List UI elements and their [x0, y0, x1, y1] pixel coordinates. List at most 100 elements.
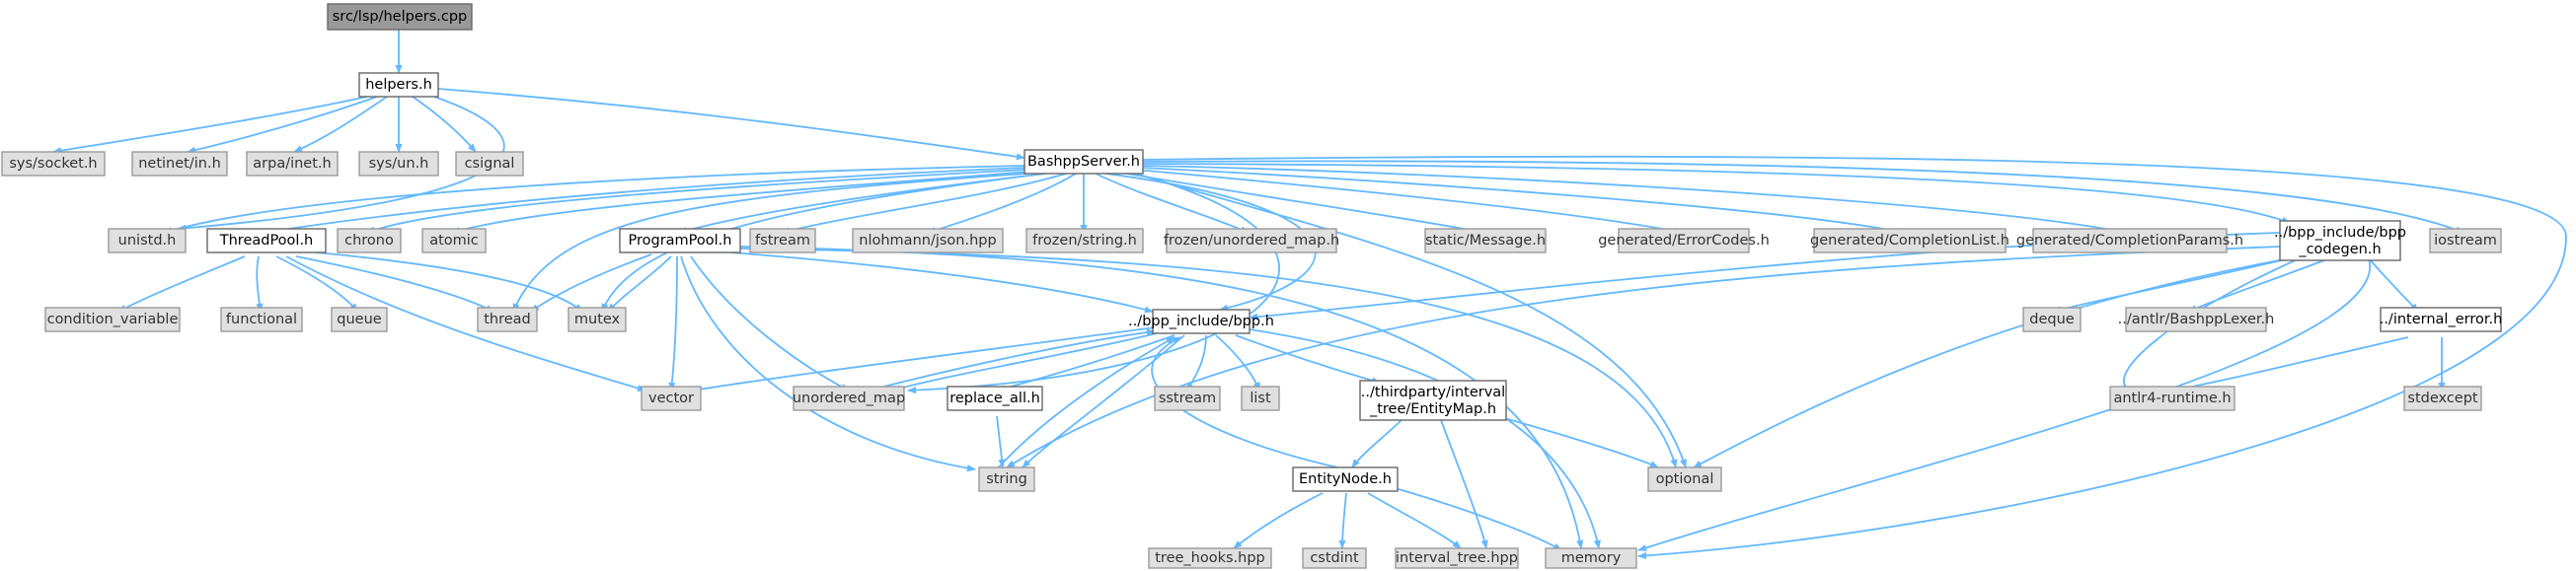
node-label: fstream	[755, 233, 810, 249]
node-label: frozen/unordered_map.h	[1164, 233, 1339, 249]
edge-programpool-optional	[739, 248, 1678, 468]
edge-bashpp-completionlist	[1140, 167, 1906, 235]
node-vector: vector	[641, 386, 702, 411]
edge-threadpool-thread	[295, 255, 494, 313]
edge-codegen-optional	[1693, 257, 2291, 468]
node-label: nlohmann/json.hpp	[859, 233, 996, 249]
node-arpa-inet-h: arpa/inet.h	[246, 151, 339, 177]
edge-bashpp-frozen-umap	[1095, 173, 1250, 234]
node-label: cstdint	[1310, 550, 1359, 566]
edge-bashpp-codegen	[1142, 163, 2291, 224]
node-label: optional	[1656, 471, 1714, 487]
node-label: chrono	[344, 233, 394, 249]
node-nlohmann-json-hpp: nlohmann/json.hpp	[852, 228, 1004, 253]
edge-programpool-thread	[530, 253, 652, 313]
edge-entitynode-memory	[1391, 486, 1562, 551]
node-mutex: mutex	[568, 307, 627, 332]
edge-string-bpp	[996, 336, 1175, 470]
edge-threadpool-condvar	[117, 255, 246, 313]
edge-entitynode-tree-hooks	[1233, 492, 1324, 549]
edge-threadpool-vector	[285, 255, 646, 393]
node-label: ../thirdparty/interval	[1361, 385, 1505, 400]
node-label: atomic	[429, 233, 479, 249]
node-label: list	[1250, 391, 1271, 406]
edge-bashpp-thread	[512, 173, 1027, 313]
edge-bashpp-memory	[1142, 155, 2567, 560]
node-stdexcept: stdexcept	[2403, 386, 2482, 411]
node-antlr4-runtime-h: antlr4-runtime.h	[2109, 386, 2235, 411]
node-entitymap-h[interactable]: ../thirdparty/interval _tree/EntityMap.h	[1359, 380, 1507, 421]
node-programpool-h[interactable]: ProgramPool.h	[619, 228, 741, 253]
node-bpp-codegen-h[interactable]: ../bpp_include/bpp _codegen.h	[2274, 220, 2406, 261]
node-label: ../antlr/BashppLexer.h	[2118, 312, 2275, 327]
node-sys-un-h: sys/un.h	[358, 151, 439, 177]
node-optional: optional	[1647, 466, 1722, 492]
node-label: unordered_map	[793, 391, 905, 406]
node-static-message-h: static/Message.h	[1424, 228, 1547, 253]
node-antlr-bashpplexer-h: ../antlr/BashppLexer.h	[2118, 307, 2275, 332]
node-label: static/Message.h	[1425, 233, 1546, 249]
node-label: sys/un.h	[369, 156, 429, 172]
node-sys-socket-h: sys/socket.h	[1, 151, 106, 177]
node-label: vector	[648, 391, 694, 406]
edge-bashpp-threadpool	[262, 167, 1027, 236]
node-csignal: csignal	[455, 151, 524, 177]
node-generated-completionlist-h: generated/CompletionList.h	[1810, 228, 2009, 253]
node-unordered-map: unordered_map	[793, 386, 905, 411]
node-unistd-h: unistd.h	[108, 228, 187, 253]
edge-helpers-csignal	[412, 96, 477, 153]
node-label: unistd.h	[118, 233, 177, 249]
node-label: netinet/in.h	[138, 156, 221, 172]
edge-bashpp-static-message	[1114, 171, 1486, 236]
graph-edges	[52, 30, 2567, 560]
node-condition-variable: condition_variable	[44, 307, 181, 332]
node-label: ../bpp_include/bpp.h	[1128, 314, 1274, 329]
edge-threadpool-mutex	[315, 251, 583, 313]
node-label: queue	[337, 312, 382, 327]
node-chrono: chrono	[337, 228, 402, 253]
edge-codegen-string	[1006, 246, 2281, 468]
edge-bpp-unordered-map	[891, 332, 1158, 393]
node-label: generated/CompletionParams.h	[2016, 233, 2243, 249]
node-fstream: fstream	[749, 228, 816, 253]
edge-bashpp-unistd	[163, 165, 1027, 235]
node-interval-tree-hpp: interval_tree.hpp	[1395, 547, 1519, 569]
edge-helpers-bashpp	[437, 88, 1025, 161]
node-threadpool-h[interactable]: ThreadPool.h	[206, 228, 327, 253]
node-memory: memory	[1545, 547, 1637, 569]
node-label: ProgramPool.h	[629, 233, 732, 249]
edge-entitymap-interval-tree	[1440, 419, 1488, 549]
edge-programpool-vector	[668, 255, 678, 392]
node-entitynode-h[interactable]: EntityNode.h	[1292, 466, 1399, 492]
edge-bashpp-optional	[1134, 173, 1687, 468]
edge-programpool-unordered-map	[690, 255, 850, 392]
edge-bpp-vector	[692, 326, 1156, 393]
node-label: antlr4-runtime.h	[2113, 391, 2231, 406]
node-label: _codegen.h	[2298, 242, 2381, 257]
edge-codegen-deque	[2052, 257, 2291, 314]
node-frozen-unordered-map-h: frozen/unordered_map.h	[1164, 228, 1339, 253]
node-helpers-h[interactable]: helpers.h	[358, 72, 439, 98]
node-label: thread	[484, 312, 531, 327]
edge-entitynode-interval-tree	[1367, 492, 1462, 549]
node-deque: deque	[2022, 307, 2082, 332]
edge-bashpp-chrono	[366, 169, 1027, 234]
node-label: tree_hooks.hpp	[1155, 550, 1265, 566]
node-bashppserver-h[interactable]: BashppServer.h	[1023, 149, 1144, 175]
node-label: mutex	[574, 312, 621, 327]
node-label: stdexcept	[2407, 391, 2478, 406]
node-label: generated/ErrorCodes.h	[1598, 233, 1770, 249]
node-replace-all-h[interactable]: replace_all.h	[947, 386, 1043, 411]
edge-bpp-string	[1022, 334, 1185, 468]
edge-bashpp-programpool	[678, 173, 1047, 235]
node-label: sys/socket.h	[9, 156, 97, 172]
node-internal-error-h[interactable]: ../internal_error.h	[2380, 307, 2503, 332]
node-label: ../internal_error.h	[2380, 312, 2503, 327]
edge-codegen-memory	[1637, 257, 2372, 551]
node-bpp-h[interactable]: ../bpp_include/bpp.h	[1128, 309, 1274, 334]
node-label: src/lsp/helpers.cpp	[333, 9, 468, 25]
edge-programpool-string	[680, 255, 976, 472]
node-label: interval_tree.hpp	[1396, 550, 1518, 566]
edge-bashpp-fstream	[781, 173, 1067, 235]
